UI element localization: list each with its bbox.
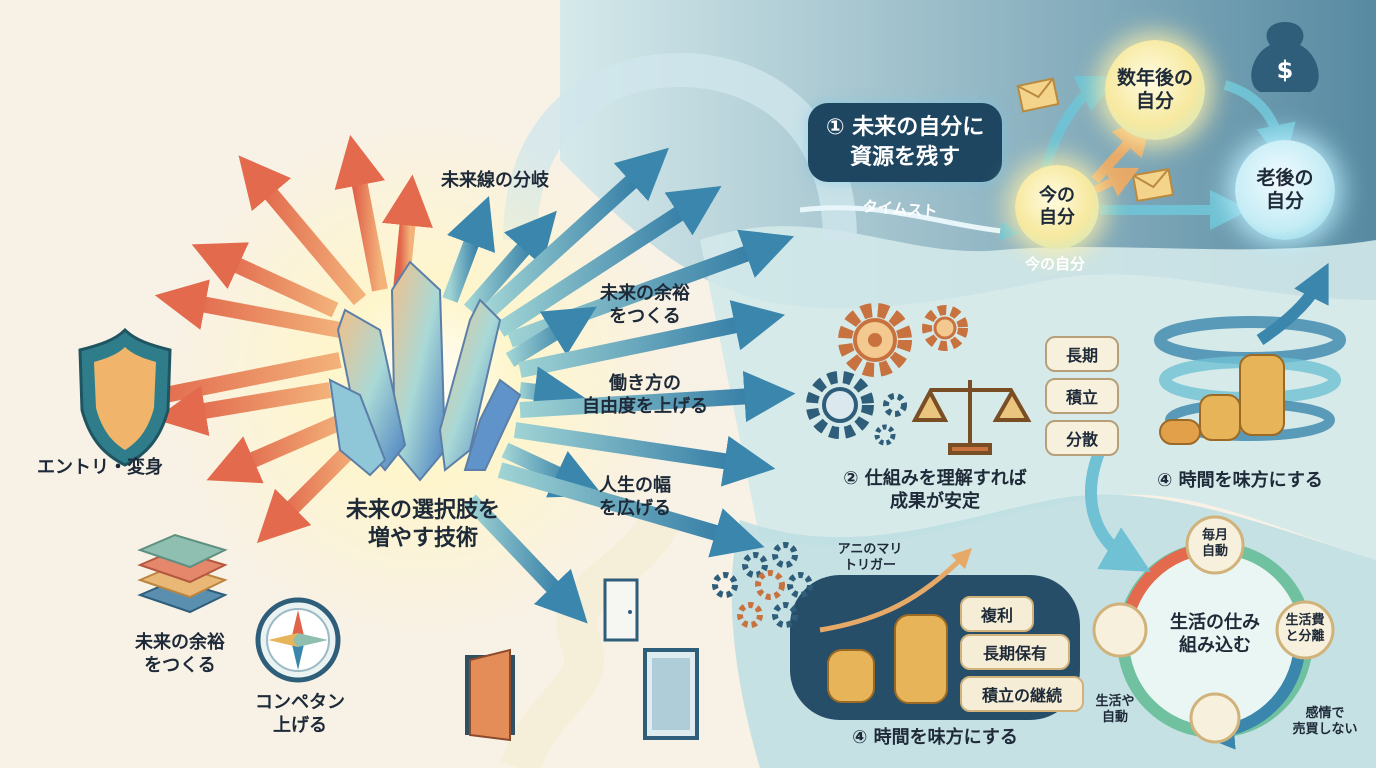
door-icon-orange [465, 648, 515, 742]
cycle-split-line2: と分離 [1285, 629, 1325, 645]
right-arrows [442, 147, 796, 624]
years-later-orb: 数年後の 自分 [1105, 40, 1205, 140]
timeline-arrows [799, 76, 1296, 241]
section2-title-line1: ② 仕組みを理解すれば [843, 468, 1027, 489]
future-margin-right-line2: をつくる [609, 305, 681, 327]
cycle-emotion: 感情で 売買しない [1280, 706, 1370, 739]
trigger-label: アニのマリ トリガー [815, 542, 925, 575]
center-title: 未来の選択肢を 増やす技術 [318, 497, 528, 552]
cycle-node-icons [1092, 515, 1335, 744]
gear-icon-large [838, 303, 912, 377]
pill-long-hold: 長期保有 [960, 634, 1070, 670]
svg-text:$: $ [1277, 56, 1294, 84]
cycle-emotion-line2: 売買しない [1292, 722, 1358, 738]
center-title-line1: 未来の選択肢を [345, 498, 500, 523]
compass-icon [255, 597, 341, 683]
future-line-label: 未来線の分岐 [441, 170, 549, 191]
cycle-monthly-line2: 自動 [1201, 544, 1228, 560]
door-icon-white [603, 578, 639, 642]
compass-label: コンペタン 上げる [225, 692, 375, 737]
section4-top-title: ④ 時間を味方にする [1157, 470, 1323, 491]
growth-arrow [819, 547, 973, 633]
life-range-label: 人生の幅 を広げる [575, 475, 695, 520]
cycle-center-line2: 組み込む [1179, 634, 1251, 656]
future-margin-left-line2: をつくる [144, 654, 216, 676]
cycle-auto-line2: 自動 [1101, 710, 1128, 726]
cycle-monthly-line1: 毎月 [1201, 528, 1228, 543]
compass-label-line1: コンペタン [255, 692, 345, 713]
future-margin-label-left: 未来の余裕 をつくる [100, 632, 260, 677]
door-icon-blue [643, 648, 699, 740]
trigger-line2: トリガー [843, 558, 896, 574]
gear-icon-medium [922, 305, 968, 351]
pill-continue: 積立の継続 [960, 676, 1084, 712]
work-freedom-label: 働き方の 自由度を上げる [565, 373, 725, 418]
background-path [500, 511, 679, 768]
section1-bubble-line1: ① 未来の自分に [826, 115, 985, 140]
pill-diversify: 分散 [1045, 420, 1119, 456]
cycle-auto: 生活や 自動 [1080, 694, 1150, 727]
balance-scale-icon [911, 380, 1032, 455]
money-bag-icon: $ [1251, 22, 1319, 92]
work-freedom-line2: 自由度を上げる [582, 395, 708, 417]
future-margin-left-line1: 未来の余裕 [135, 632, 225, 653]
cycle-emotion-line1: 感情で [1305, 706, 1345, 721]
life-range-line2: を広げる [599, 497, 671, 519]
work-freedom-line1: 働き方の [609, 373, 681, 394]
future-margin-label-right: 未来の余裕 をつくる [575, 283, 715, 328]
old-age-orb: 老後の 自分 [1235, 140, 1335, 240]
section1-bubble-line2: 資源を残す [850, 144, 961, 170]
shield-icon [78, 327, 172, 467]
now-self-orb: 今の 自分 [1015, 165, 1099, 249]
pill-long-term: 長期 [1045, 336, 1119, 372]
envelope-icon-2 [1131, 167, 1175, 203]
cycle-split-line1: 生活費 [1285, 613, 1325, 628]
envelope-icon-1 [1016, 77, 1060, 113]
cycle-monthly: 毎月 自動 [1185, 528, 1245, 561]
coin-stacks-bottom [827, 614, 948, 704]
section2-title: ② 仕組みを理解すれば 成果が安定 [810, 468, 1060, 513]
cycle-split: 生活費 と分離 [1275, 613, 1335, 646]
pill-accumulate: 積立 [1045, 378, 1119, 414]
section2-title-line2: 成果が安定 [890, 490, 980, 512]
future-margin-right-line1: 未来の余裕 [600, 283, 690, 304]
coin-stacks-top [1159, 354, 1285, 445]
compass-label-line2: 上げる [273, 714, 327, 736]
now-self-caption: 今の自分 [1024, 255, 1085, 273]
cycle-auto-line1: 生活や [1095, 694, 1135, 709]
center-title-line2: 増やす技術 [367, 525, 478, 551]
section1-bubble: ① 未来の自分に 資源を残す [808, 103, 1003, 183]
life-range-line1: 人生の幅 [599, 475, 671, 496]
gear-cluster-bottom [712, 542, 813, 628]
cycle-center-label: 生活の仕み 組み込む [1150, 612, 1280, 657]
pill-compound: 複利 [960, 596, 1034, 632]
trigger-line1: アニのマリ [837, 542, 903, 557]
entry-label: エントリ・変身 [37, 457, 163, 478]
gear-icon-blue [806, 371, 907, 446]
cycle-center-line1: 生活の仕み [1170, 612, 1260, 633]
section4-bottom-title: ④ 時間を味方にする [852, 727, 1018, 748]
layers-stack-icon [137, 533, 228, 614]
left-arrows [114, 134, 433, 544]
crystal-icon [328, 260, 522, 482]
